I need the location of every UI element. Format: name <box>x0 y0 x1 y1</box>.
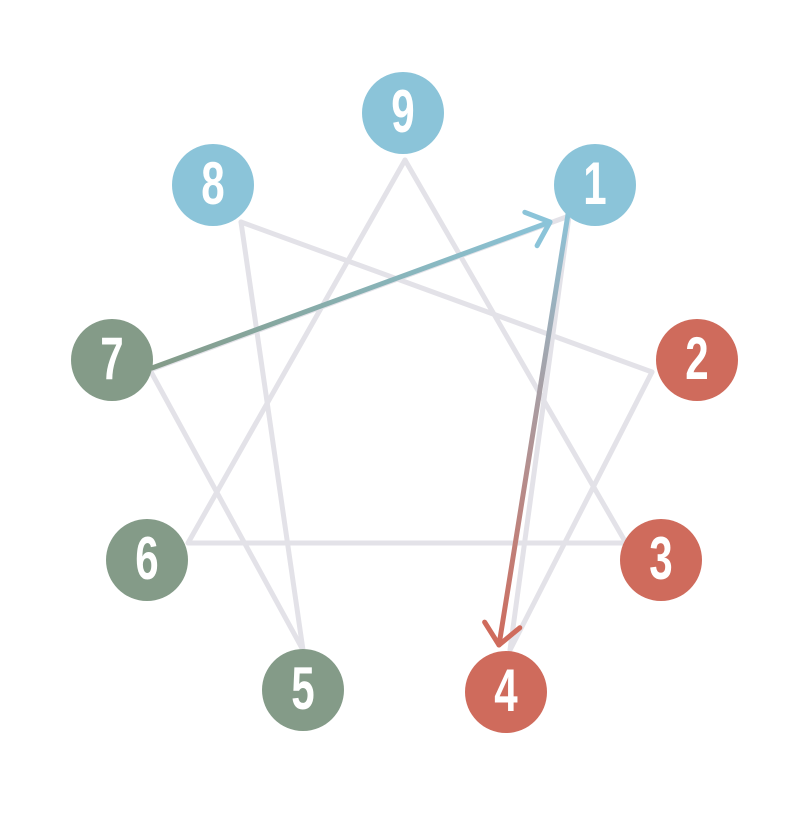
node-label: 6 <box>135 526 158 593</box>
arrowhead-4 <box>482 619 523 648</box>
node-4: 4 <box>465 651 547 733</box>
node-9: 9 <box>362 72 444 154</box>
connection-line-6-9 <box>185 157 408 546</box>
node-circle-4 <box>465 651 547 733</box>
node-circle-8 <box>172 144 254 226</box>
node-3: 3 <box>620 519 702 601</box>
connection-line-4-2 <box>507 369 655 653</box>
node-label: 9 <box>391 79 414 146</box>
node-5: 5 <box>262 649 344 731</box>
node-label: 4 <box>494 658 517 725</box>
connection-line-5-7 <box>147 367 306 653</box>
node-circle-3 <box>620 519 702 601</box>
arrow-shaft-7-1 <box>149 219 553 371</box>
connection-line-2-8 <box>238 219 655 375</box>
node-1: 1 <box>554 144 636 226</box>
connection-lines <box>147 157 655 653</box>
node-layer: 9 1 2 3 4 5 6 7 8 <box>71 72 738 733</box>
node-label: 5 <box>291 656 314 723</box>
node-6: 6 <box>106 519 188 601</box>
node-label: 3 <box>649 526 672 593</box>
node-8: 8 <box>172 144 254 226</box>
arrow-shaft-1-4 <box>496 205 572 648</box>
node-circle-7 <box>71 319 153 401</box>
node-2: 2 <box>656 319 738 401</box>
arrow-1-to-4 <box>482 205 572 648</box>
node-label: 8 <box>201 151 224 218</box>
node-7: 7 <box>71 319 153 401</box>
arrowhead-1 <box>522 209 553 249</box>
node-circle-2 <box>656 319 738 401</box>
connection-line-8-5 <box>238 219 306 653</box>
node-circle-1 <box>554 144 636 226</box>
node-label: 2 <box>685 326 708 393</box>
node-circle-5 <box>262 649 344 731</box>
arrow-layer <box>149 205 572 648</box>
connection-line-1-4 <box>507 213 572 653</box>
node-label: 1 <box>583 151 606 218</box>
node-label: 7 <box>100 326 123 393</box>
arrow-7-to-1 <box>149 209 553 371</box>
node-circle-9 <box>362 72 444 154</box>
node-circle-6 <box>106 519 188 601</box>
connection-line-9-3 <box>402 157 629 546</box>
